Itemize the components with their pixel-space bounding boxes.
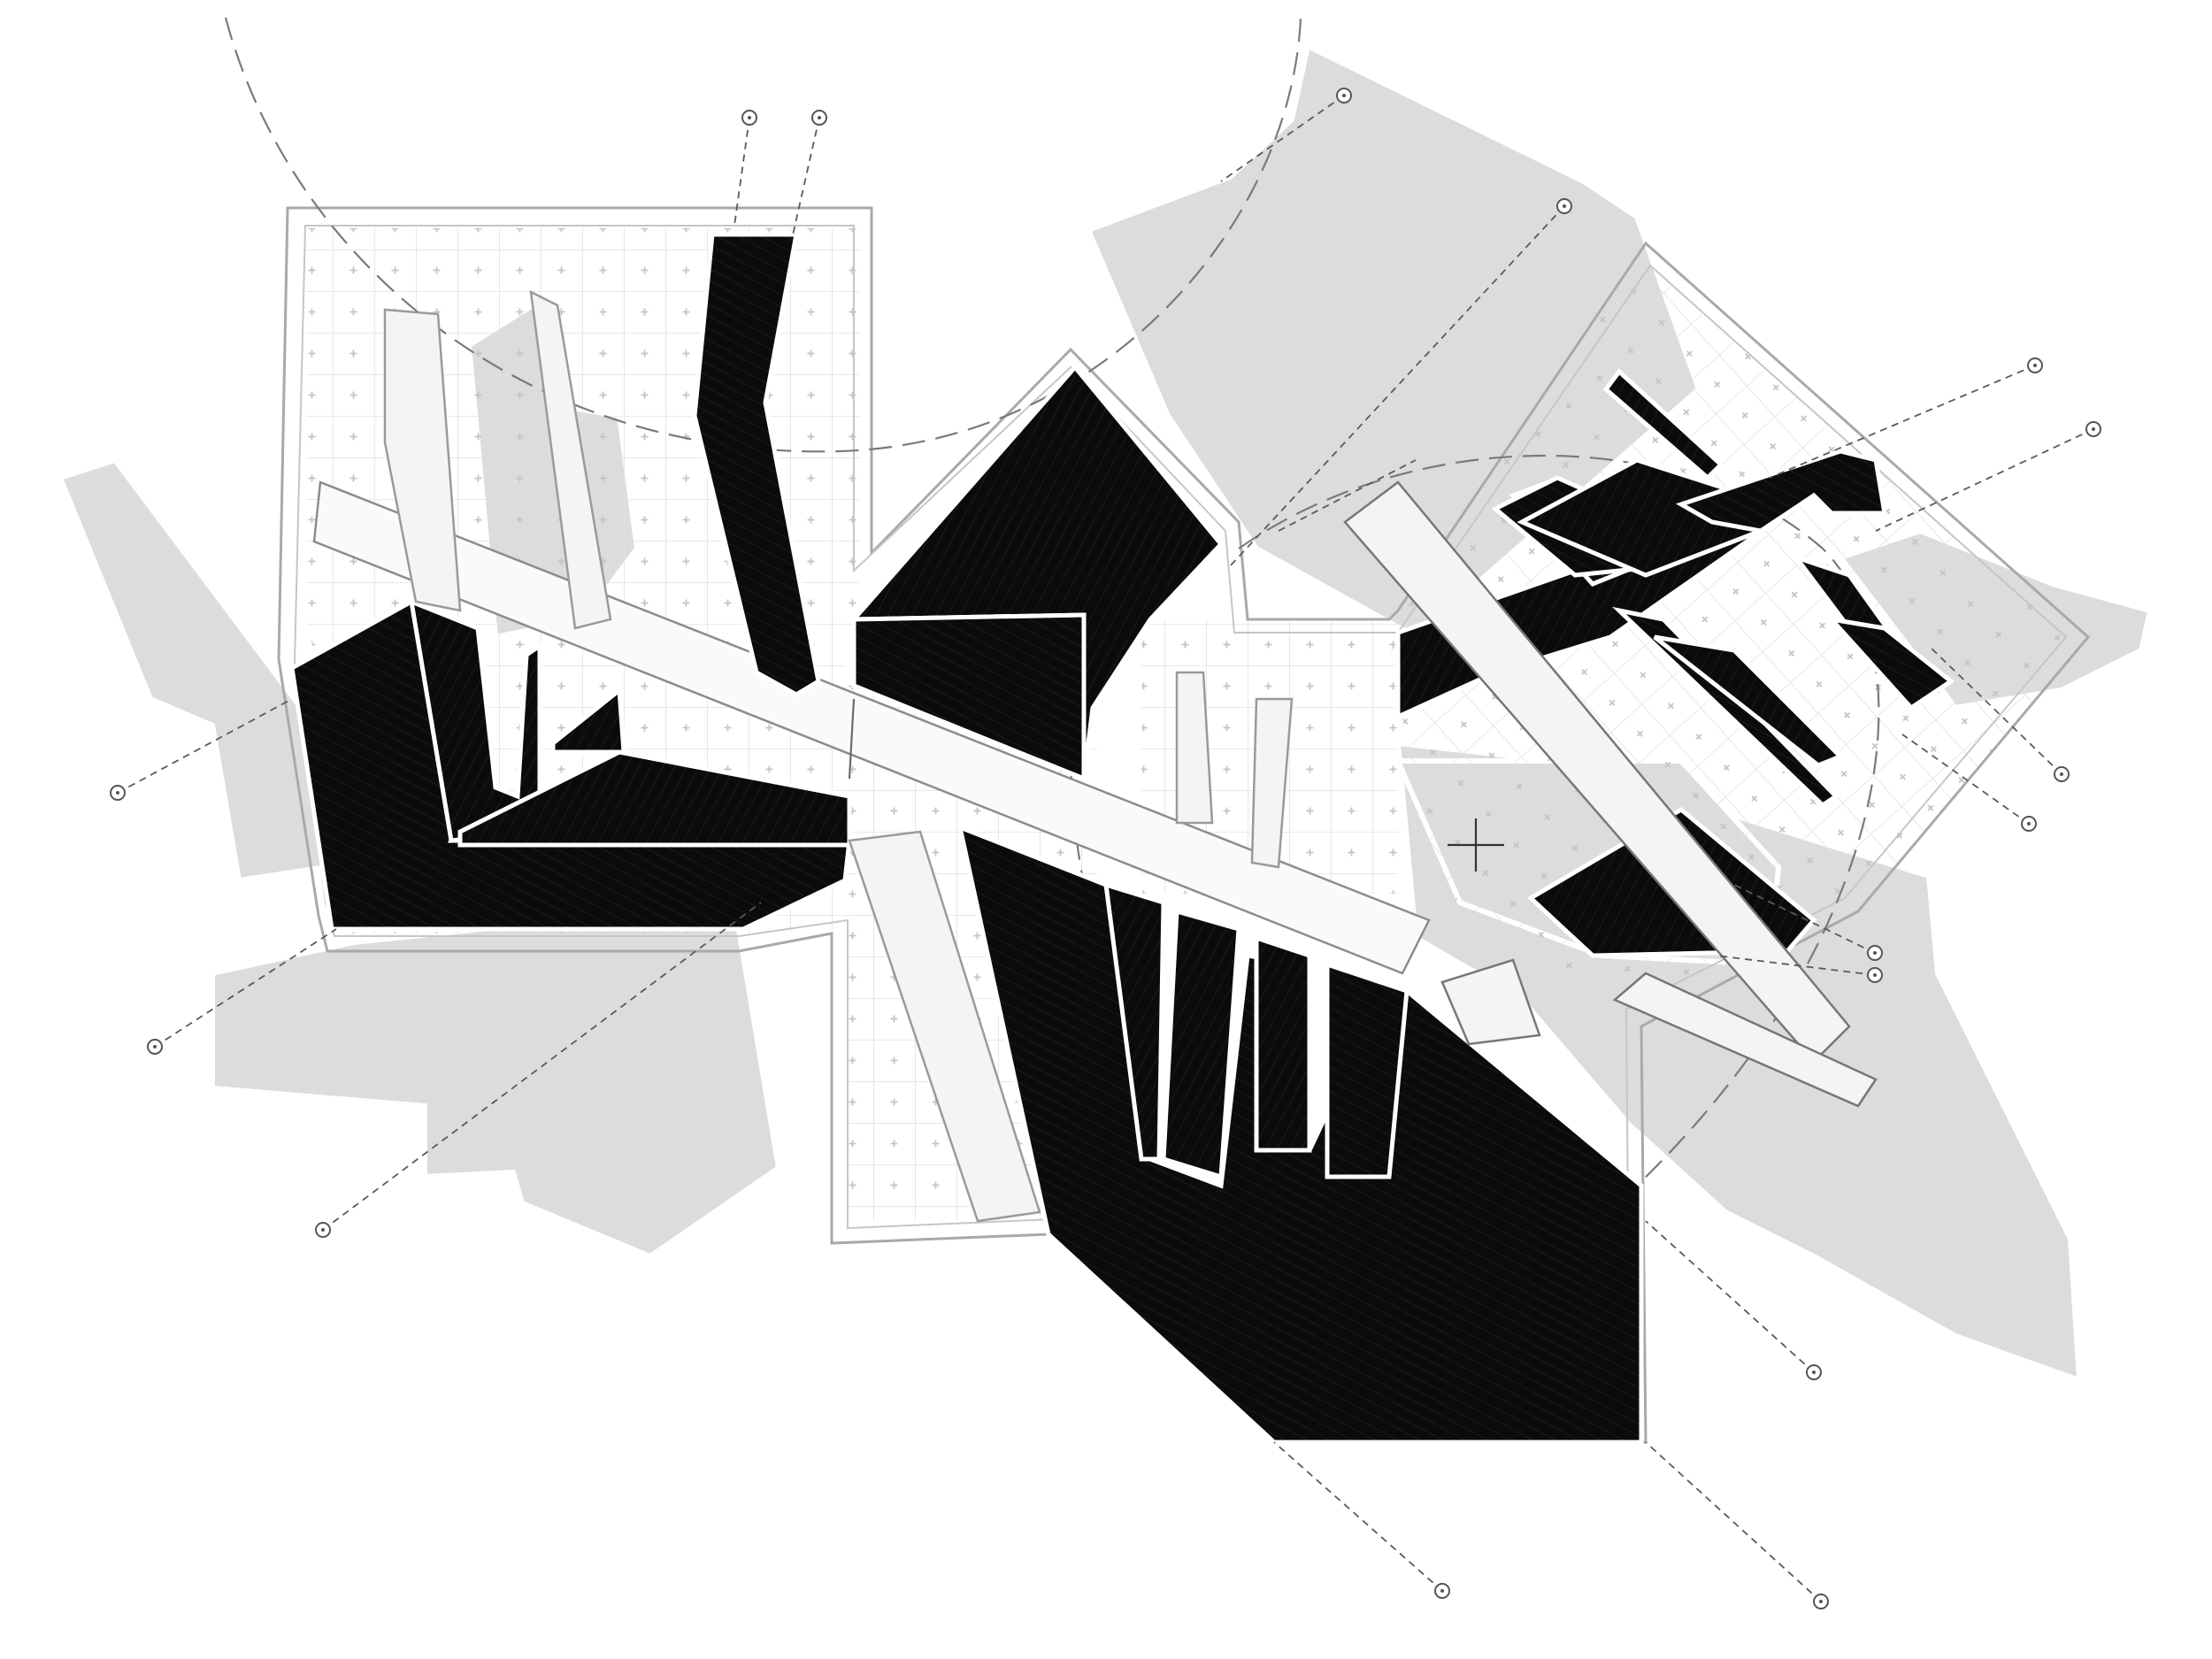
void-south-finger-1 (1103, 881, 1166, 1162)
reference-marker-icon (811, 110, 827, 126)
reference-marker-icon (147, 1039, 163, 1055)
insert-centre-finger-2 (1250, 697, 1294, 869)
insert-east-corridor (1343, 480, 1851, 1064)
insert-south-diagonal (848, 830, 1041, 1223)
void-east-finger-4 (1602, 368, 1724, 481)
void-west-lower (457, 749, 852, 848)
reference-leaders (117, 95, 2094, 1602)
void-east-finger-8 (1653, 634, 1845, 768)
insert-centre-finger-1 (1175, 671, 1214, 825)
reference-marker-icon (1867, 945, 1883, 961)
void-south-finger-2 (1161, 908, 1241, 1180)
reference-marker-icon (110, 785, 126, 801)
floor-east-wing (1387, 257, 2079, 1018)
reference-marker-icon (315, 1222, 331, 1238)
reference-marker-icon (741, 110, 757, 126)
arc-north-west (224, 17, 1302, 453)
reference-marker-icon (1867, 967, 1883, 983)
void-south-finger-4 (1325, 961, 1409, 1179)
reference-marker-icon (1806, 1364, 1822, 1380)
insert-east-box (1440, 958, 1541, 1046)
reference-marker-icon (1813, 1594, 1829, 1609)
void-east-finger-5 (1612, 606, 1839, 809)
shadow-west-wing (57, 457, 331, 884)
reference-marker-icon (2085, 421, 2101, 437)
reference-markers (110, 88, 2101, 1609)
void-north-bar (692, 232, 821, 697)
reference-marker-icon (2027, 357, 2043, 373)
reference-marker-icon (1336, 88, 1352, 104)
void-south-finger-3 (1254, 934, 1312, 1153)
void-centre-north-box (851, 612, 1087, 782)
light-inserts (383, 289, 1878, 1223)
reference-marker-icon (1434, 1583, 1450, 1599)
insert-west-stepped (383, 308, 462, 612)
reference-marker-icon (1556, 198, 1572, 214)
arc-east (1238, 454, 1880, 1187)
insert-west-finger-2 (529, 289, 612, 630)
reference-marker-icon (2021, 816, 2037, 832)
void-volumes (289, 232, 1955, 1445)
insert-east-corridor-2 (1612, 972, 1878, 1108)
survey-cross-icon (1448, 818, 1504, 872)
void-east-top-bar (1675, 449, 1887, 534)
shadow-south-west (210, 899, 782, 1260)
corridor-joint (848, 698, 856, 780)
reference-marker-icon (2054, 766, 2070, 782)
void-east-finger-7 (1825, 616, 1955, 711)
